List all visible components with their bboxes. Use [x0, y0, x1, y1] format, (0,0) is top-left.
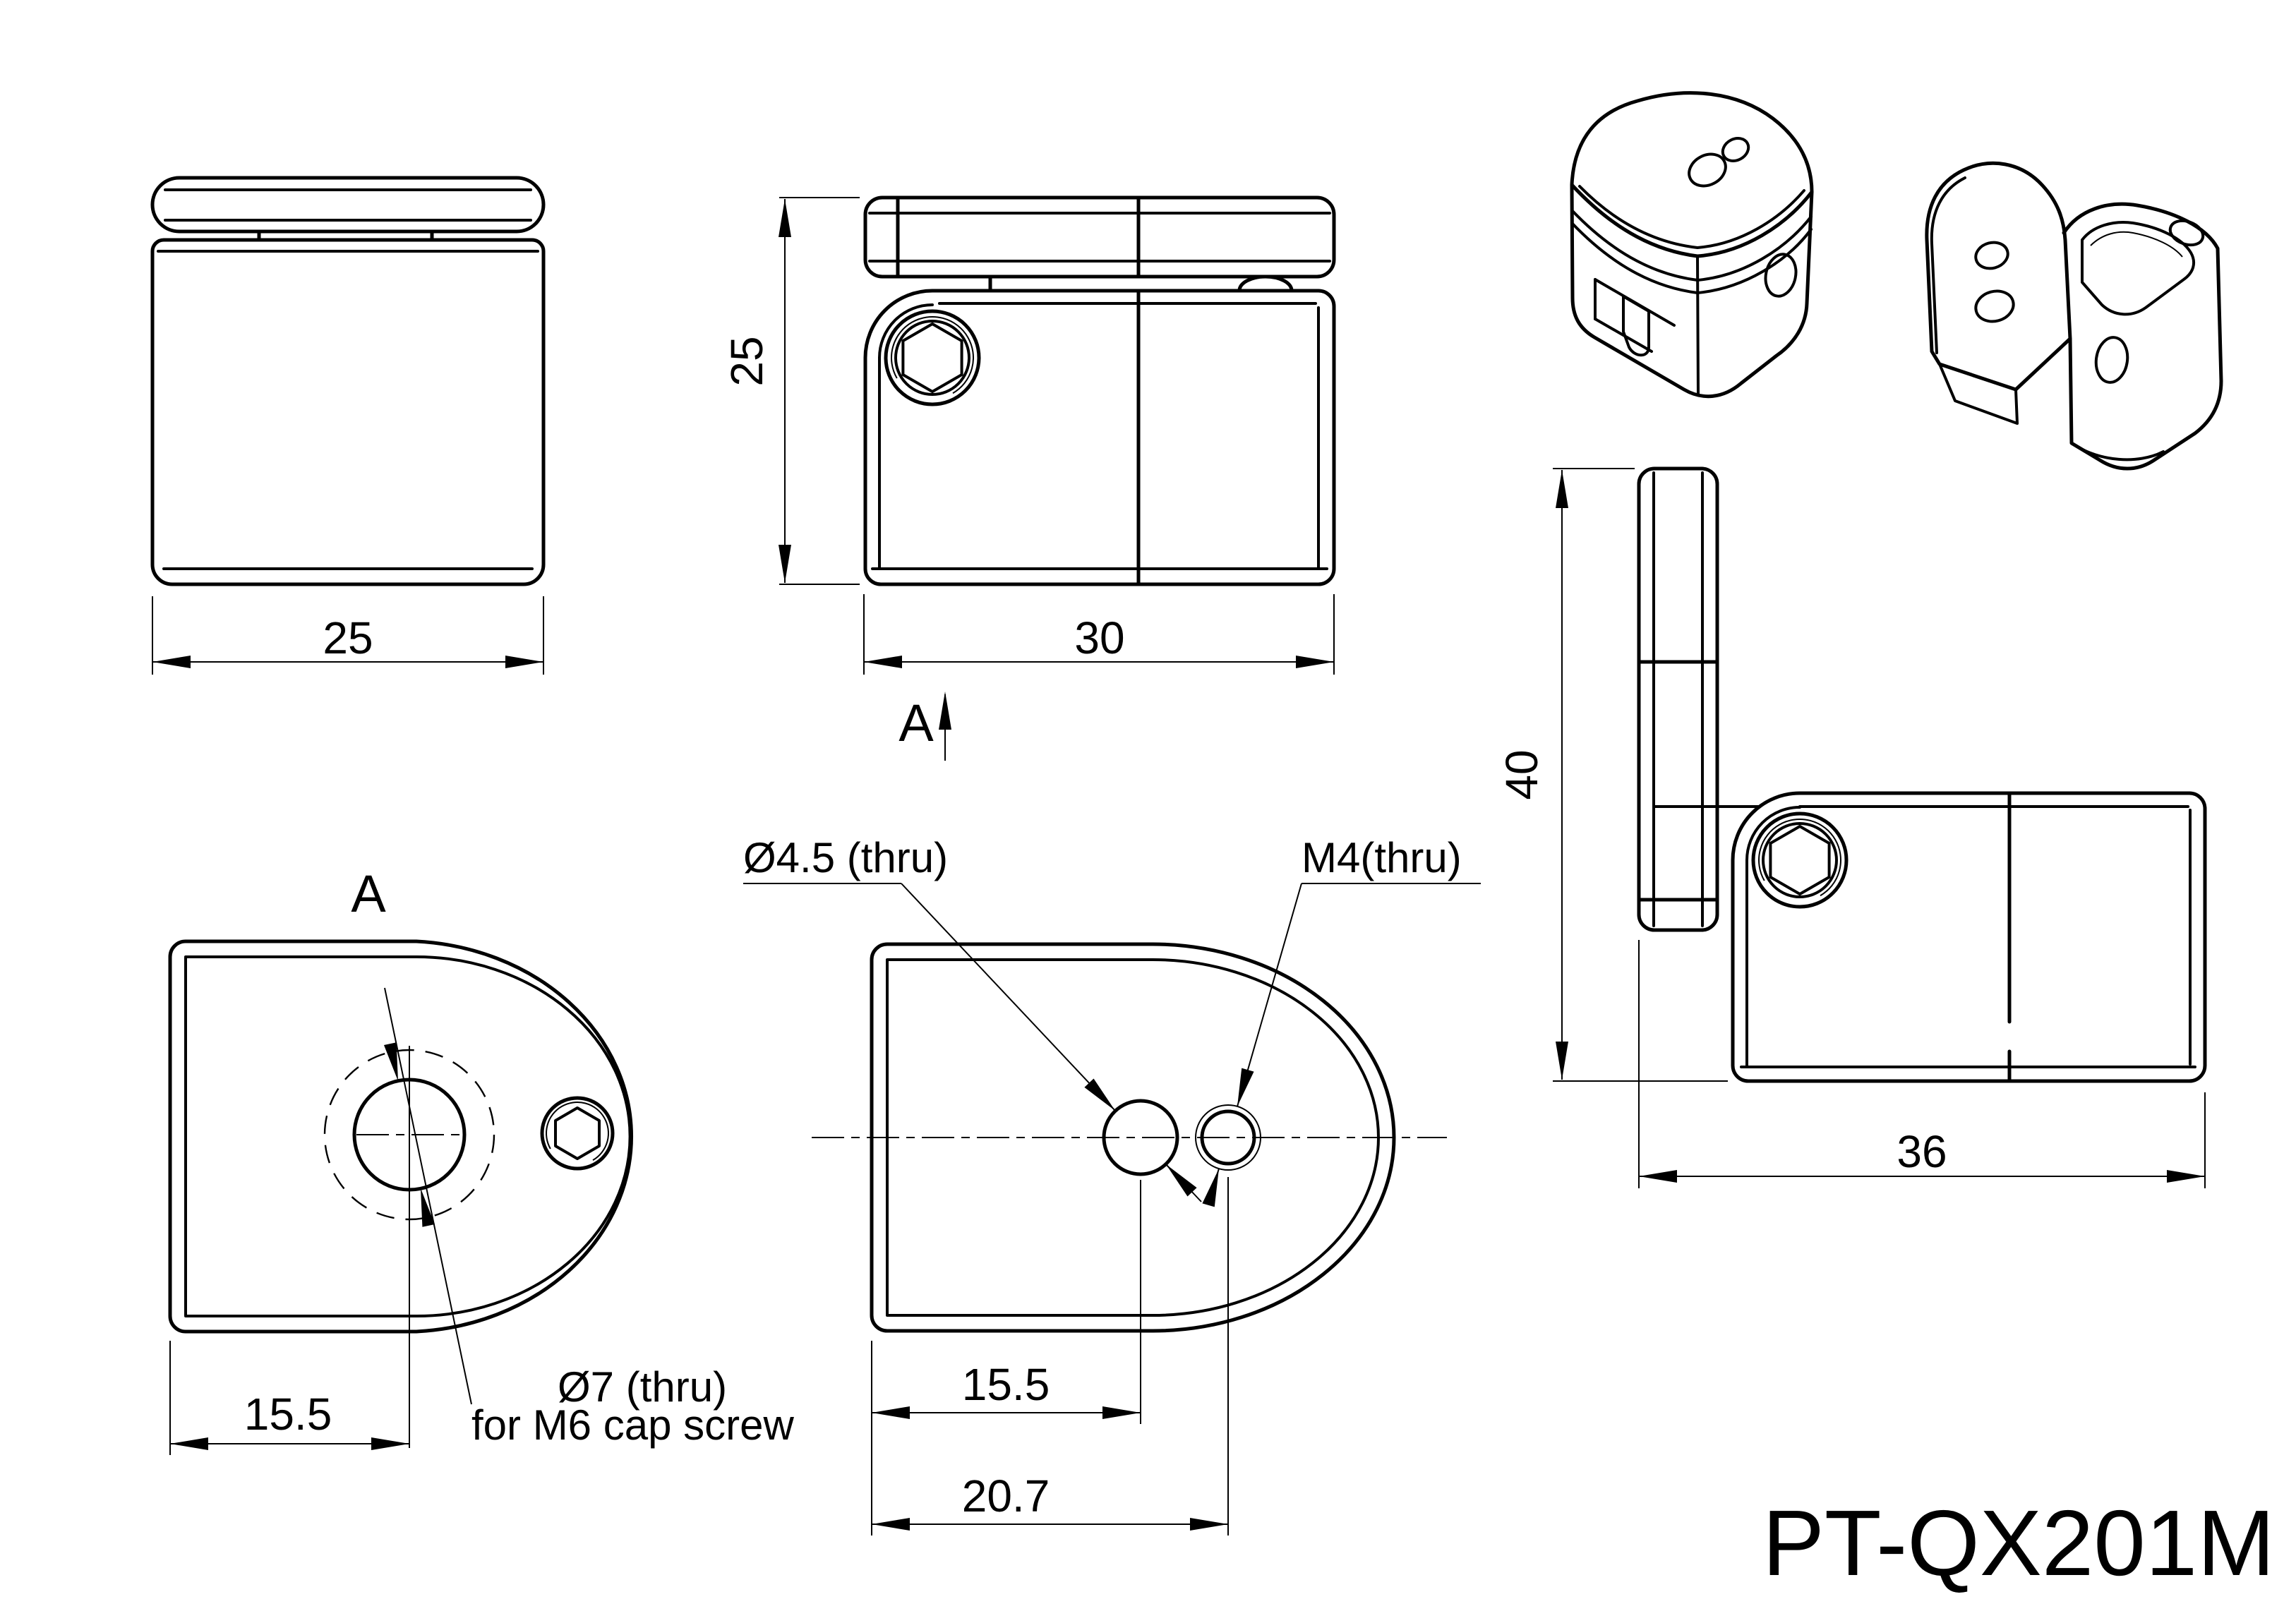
- hole-callout-leader: Ø7 (thru) for M6 cap screw: [383, 987, 794, 1449]
- thread-callout-text: M4(thru): [1302, 834, 1462, 881]
- side-view: 25 30 A: [721, 195, 1336, 761]
- plate-offset-dimension-1: 15.5: [871, 1180, 1141, 1535]
- right-width-dimension: 36: [1638, 940, 2206, 1188]
- drill-callout: Ø4.5 (thru): [743, 834, 1202, 1202]
- side-height-dim-text: 25: [721, 336, 772, 386]
- right-height-dimension: 40: [1496, 468, 1728, 1082]
- section-a-marker: A: [898, 692, 951, 761]
- plate-offset-dimension-2: 20.7: [872, 1177, 1229, 1535]
- section-a-view: A Ø7 (thru) for M6 cap screw 15.5: [168, 864, 794, 1455]
- top-plate-view: Ø4.5 (thru) M4(thru) 15.5: [743, 834, 1481, 1535]
- side-view-hex-screw: [884, 309, 981, 406]
- plate-offset-dim-2-text: 20.7: [962, 1471, 1050, 1521]
- right-width-dim-text: 36: [1897, 1126, 1947, 1177]
- section-a-offset-dim-text: 15.5: [244, 1389, 332, 1440]
- isometric-view-1: [1570, 91, 1814, 399]
- section-a-offset-dimension: 15.5: [169, 1341, 409, 1455]
- right-height-dim-text: 40: [1496, 749, 1547, 800]
- hole-callout-line2: for M6 cap screw: [471, 1401, 794, 1449]
- front-width-dim-text: 25: [323, 613, 373, 663]
- part-number: PT-QX201M: [1762, 1491, 2275, 1595]
- front-view: 25: [150, 176, 546, 675]
- drill-callout-text: Ø4.5 (thru): [743, 834, 948, 881]
- right-view-hex-screw: [1751, 812, 1849, 909]
- right-view: 40 36: [1496, 466, 2207, 1188]
- section-a-marker-label: A: [898, 694, 934, 752]
- section-a-view-label: A: [351, 864, 386, 923]
- plate-offset-dim-1-text: 15.5: [962, 1359, 1050, 1410]
- section-a-hex-screw: [540, 1096, 615, 1171]
- side-width-dim-text: 30: [1074, 613, 1124, 663]
- thread-callout: M4(thru): [1202, 834, 1481, 1207]
- side-width-dimension: 30: [863, 594, 1335, 675]
- isometric-view-2: [1925, 161, 2223, 471]
- hole-callout-line1: Ø7 (thru): [558, 1363, 727, 1411]
- side-height-dimension: 25: [721, 197, 860, 585]
- front-width-dimension: 25: [152, 596, 544, 675]
